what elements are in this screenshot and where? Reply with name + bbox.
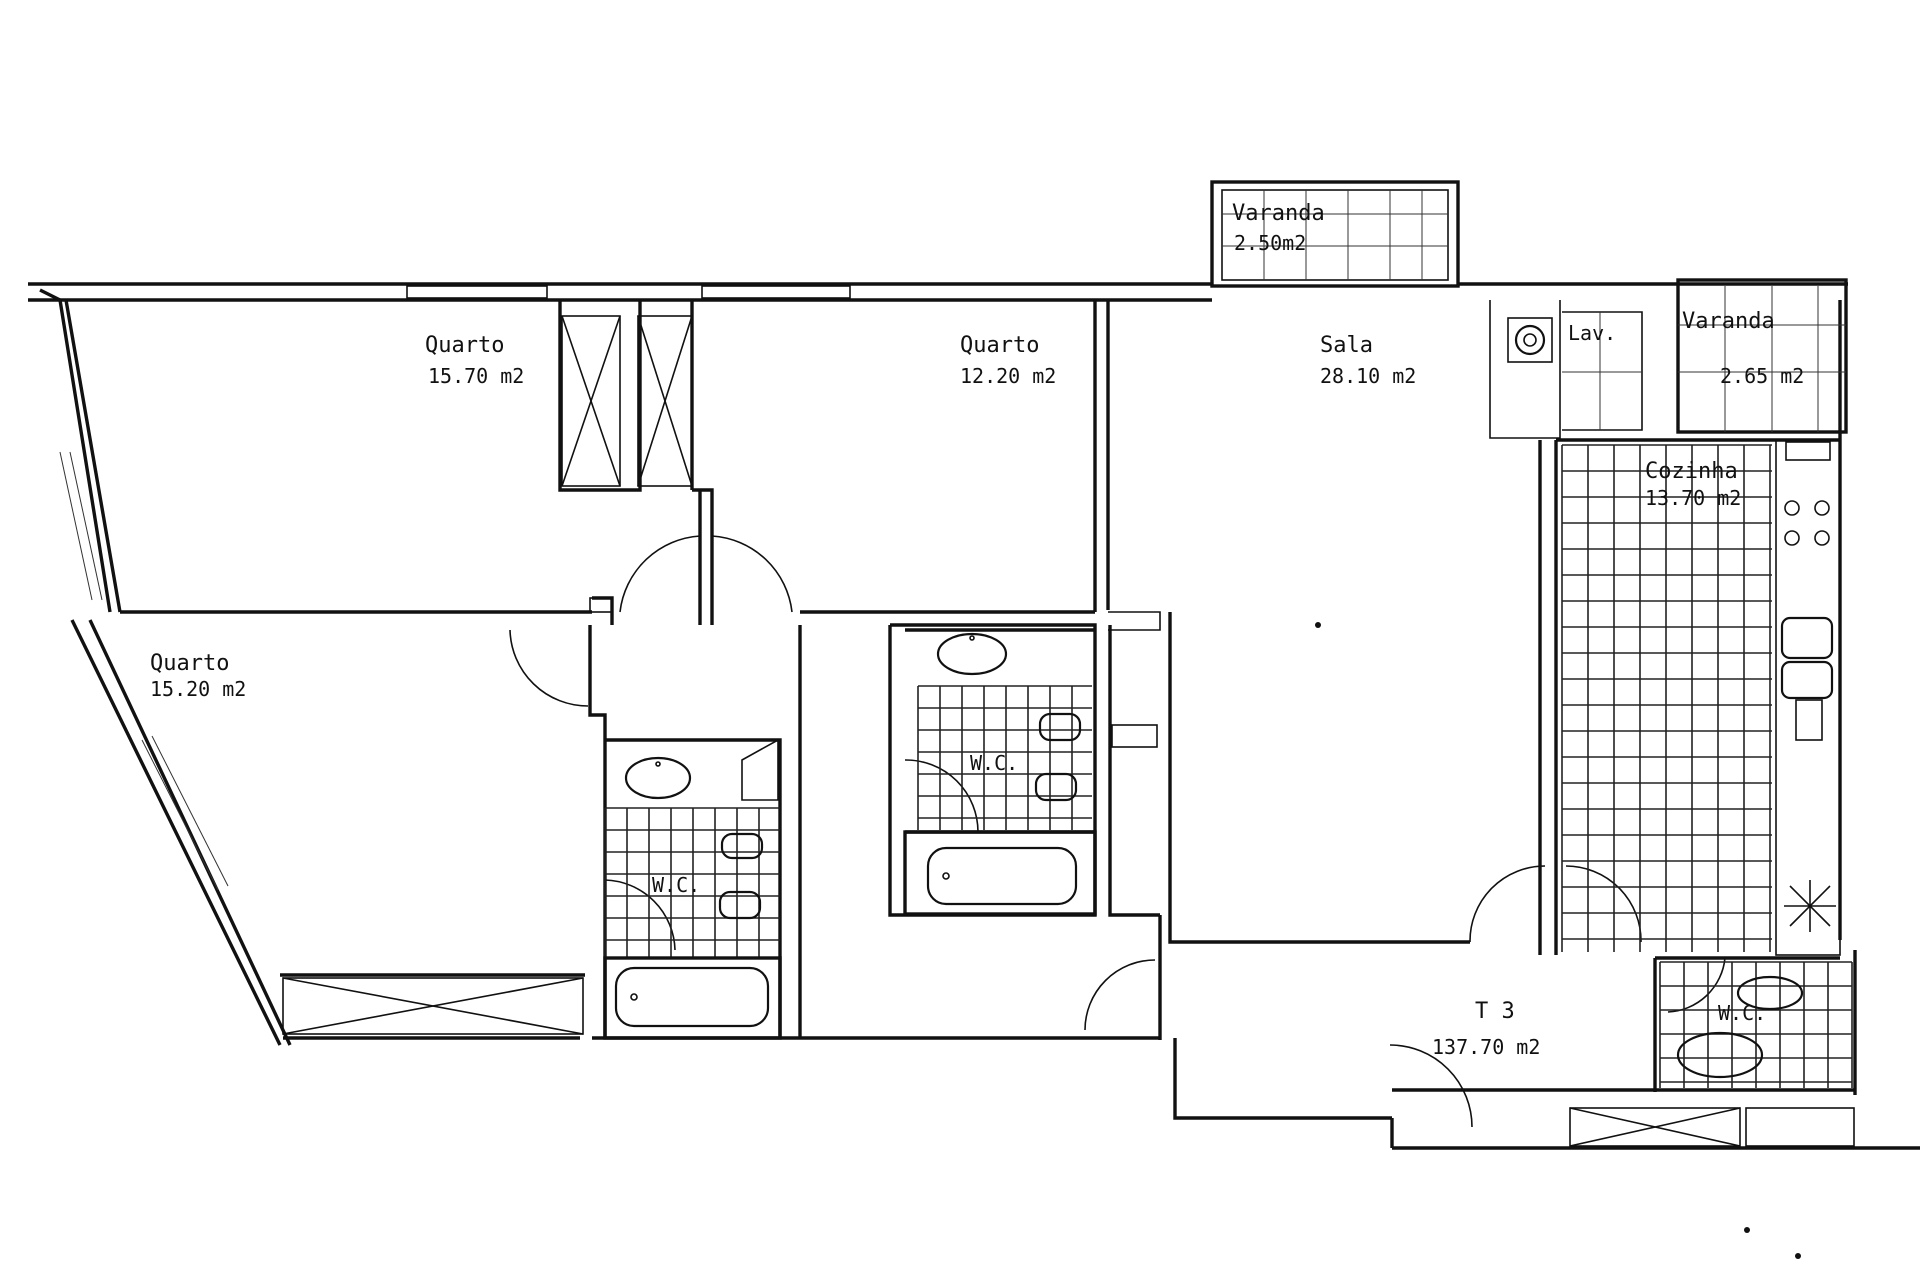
balcony-top bbox=[1210, 180, 1460, 288]
quarto3-area: 15.20 m2 bbox=[150, 677, 246, 701]
wc2-name: W.C. bbox=[970, 751, 1018, 775]
bathroom-3 bbox=[1659, 961, 1853, 1088]
quarto3-name: Quarto bbox=[150, 651, 229, 676]
wardrobes bbox=[282, 315, 1741, 1147]
kitchen bbox=[1561, 439, 1841, 956]
lav-name: Lav. bbox=[1568, 321, 1616, 345]
sala-area: 28.10 m2 bbox=[1320, 364, 1416, 388]
cozinha-area: 13.70 m2 bbox=[1645, 486, 1741, 510]
quarto2-area: 12.20 m2 bbox=[960, 364, 1056, 388]
marker-dot bbox=[1795, 1253, 1801, 1259]
bathroom-1 bbox=[603, 738, 782, 1040]
unit-type: T 3 bbox=[1475, 999, 1515, 1024]
varanda1-name: Varanda bbox=[1232, 201, 1325, 226]
cozinha-name: Cozinha bbox=[1645, 459, 1738, 484]
marker-dot bbox=[1315, 622, 1321, 628]
exterior-walls bbox=[28, 282, 1920, 1150]
quarto2-name: Quarto bbox=[960, 333, 1039, 358]
quarto1-area: 15.70 m2 bbox=[428, 364, 524, 388]
interior-walls bbox=[120, 300, 1840, 1092]
marker-dot bbox=[1744, 1227, 1750, 1233]
wc1-name: W.C. bbox=[652, 873, 700, 897]
unit-area: 137.70 m2 bbox=[1432, 1035, 1540, 1059]
varanda2-name: Varanda bbox=[1682, 309, 1775, 334]
wc3-name: W.C. bbox=[1718, 1001, 1766, 1025]
balcony-right bbox=[1489, 278, 1848, 439]
quarto1-name: Quarto bbox=[425, 333, 504, 358]
varanda2-area: 2.65 m2 bbox=[1720, 364, 1804, 388]
varanda1-area: 2.50m2 bbox=[1234, 231, 1306, 255]
windows bbox=[59, 285, 1855, 1147]
labels: Quarto 15.70 m2 Quarto 12.20 m2 Quarto 1… bbox=[150, 201, 1804, 1059]
sala-name: Sala bbox=[1320, 333, 1373, 358]
bathroom-2 bbox=[903, 632, 1097, 916]
